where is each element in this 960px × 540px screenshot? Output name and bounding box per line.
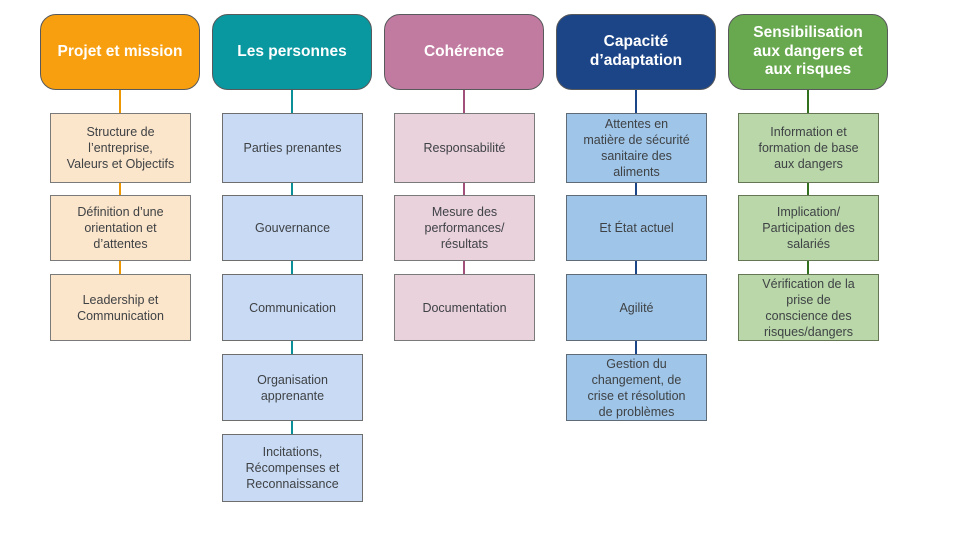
header-coherence: Cohérence: [384, 14, 544, 90]
chart-node: Documentation: [394, 274, 535, 341]
chart-node: Communication: [222, 274, 363, 341]
header-sensibilisation-risques: Sensibilisation aux dangers et aux risqu…: [728, 14, 888, 90]
chart-node: Information et formation de base aux dan…: [738, 113, 879, 183]
chart-node: Implication/ Participation des salariés: [738, 195, 879, 261]
header-capacite-adaptation: Capacité d’adaptation: [556, 14, 716, 90]
chart-node: Définition d’une orientation et d’attent…: [50, 195, 191, 261]
connector-line-coherence: [463, 90, 465, 278]
column-projet-et-mission: Projet et mission Structure de l’entrepr…: [34, 0, 206, 540]
chart-node: Gestion du changement, de crise et résol…: [566, 354, 707, 421]
column-sensibilisation-risques: Sensibilisation aux dangers et aux risqu…: [722, 0, 894, 540]
connector-line-personnes: [291, 90, 293, 438]
connector-line-projet: [119, 90, 121, 278]
chart-node: Responsabilité: [394, 113, 535, 183]
connector-line-sensibilisation: [807, 90, 809, 278]
chart-node: Vérification de la prise de conscience d…: [738, 274, 879, 341]
chart-node: Leadership et Communication: [50, 274, 191, 341]
chart-node: Mesure des performances/ résultats: [394, 195, 535, 261]
chart-node: Structure de l’entreprise, Valeurs et Ob…: [50, 113, 191, 183]
chart-node: Gouvernance: [222, 195, 363, 261]
header-projet-et-mission: Projet et mission: [40, 14, 200, 90]
header-les-personnes: Les personnes: [212, 14, 372, 90]
chart-node: Incitations, Récompenses et Reconnaissan…: [222, 434, 363, 502]
chart-node: Parties prenantes: [222, 113, 363, 183]
chart-node: Organisation apprenante: [222, 354, 363, 421]
chart-node: Attentes en matière de sécurité sanitair…: [566, 113, 707, 183]
column-coherence: Cohérence Responsabilité Mesure des perf…: [378, 0, 550, 540]
column-les-personnes: Les personnes Parties prenantes Gouverna…: [206, 0, 378, 540]
chart-node: Et État actuel: [566, 195, 707, 261]
chart-node: Agilité: [566, 274, 707, 341]
column-capacite-adaptation: Capacité d’adaptation Attentes en matièr…: [550, 0, 722, 540]
